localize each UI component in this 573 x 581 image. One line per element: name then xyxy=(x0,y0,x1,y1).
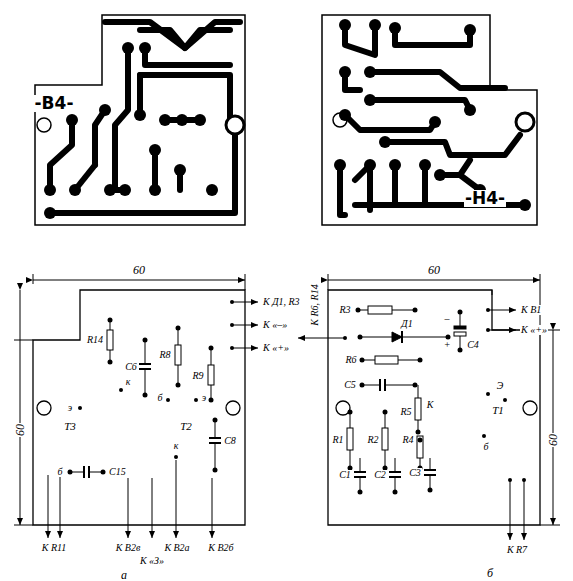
part-label: 60 xyxy=(427,264,441,276)
part-label: К R6, R14 xyxy=(310,283,320,326)
part-label: б xyxy=(482,442,489,452)
part-label: б xyxy=(486,567,494,579)
part-label: R3 xyxy=(338,305,351,315)
part-label: К В2а xyxy=(163,543,190,553)
board-label: -В4- xyxy=(34,95,75,112)
part-label: С5 xyxy=(343,380,357,390)
part-label: R2 xyxy=(366,435,379,445)
part-label: С8 xyxy=(223,436,237,446)
part-label: – xyxy=(444,314,451,324)
board-label: -Н4- xyxy=(464,190,506,207)
part-label: К «+» xyxy=(262,343,290,353)
part-label: С1 xyxy=(338,470,352,480)
part-label: э xyxy=(67,403,73,413)
part-label: R8 xyxy=(158,350,171,360)
part-label: К В2в xyxy=(115,543,142,553)
part-label: б xyxy=(56,467,63,477)
part-label: 60 xyxy=(132,264,146,276)
part-label: К «+» xyxy=(520,325,548,335)
part-label: э xyxy=(201,393,207,403)
part-label: + xyxy=(443,340,452,350)
part-label: R5 xyxy=(399,407,412,417)
part-label: R4 xyxy=(401,435,414,445)
part-label: Э xyxy=(496,381,505,391)
part-label: к xyxy=(173,441,180,451)
part-label: С3 xyxy=(408,468,422,478)
part-label: Т1 xyxy=(491,405,505,416)
part-label: С6 xyxy=(124,362,138,372)
part-label: 60 xyxy=(14,423,26,437)
part-label: Т3 xyxy=(63,421,77,432)
part-label: С2 xyxy=(373,470,387,480)
part-label: а xyxy=(120,569,128,581)
part-label: К В2б xyxy=(207,543,234,553)
part-label: К R7 xyxy=(506,545,528,555)
part-label: Д1 xyxy=(400,319,413,329)
part-label: б xyxy=(156,393,163,403)
part-label: С15 xyxy=(108,467,127,477)
part-label: R1 xyxy=(331,435,344,445)
part-label: С4 xyxy=(466,340,480,350)
part-label: к xyxy=(125,377,132,387)
part-label: 60 xyxy=(547,433,559,447)
part-label: R14 xyxy=(86,335,104,345)
part-label: К В1 xyxy=(520,305,542,315)
part-label: R6 xyxy=(344,355,357,365)
part-label: К «–» xyxy=(262,320,288,330)
part-label: R9 xyxy=(191,371,204,381)
part-label: К R11 xyxy=(41,543,68,553)
part-label: К Д1, R3 xyxy=(262,297,301,307)
part-label: К xyxy=(426,400,435,410)
part-label: К «З» xyxy=(139,556,165,566)
part-label: Т2 xyxy=(179,421,193,432)
